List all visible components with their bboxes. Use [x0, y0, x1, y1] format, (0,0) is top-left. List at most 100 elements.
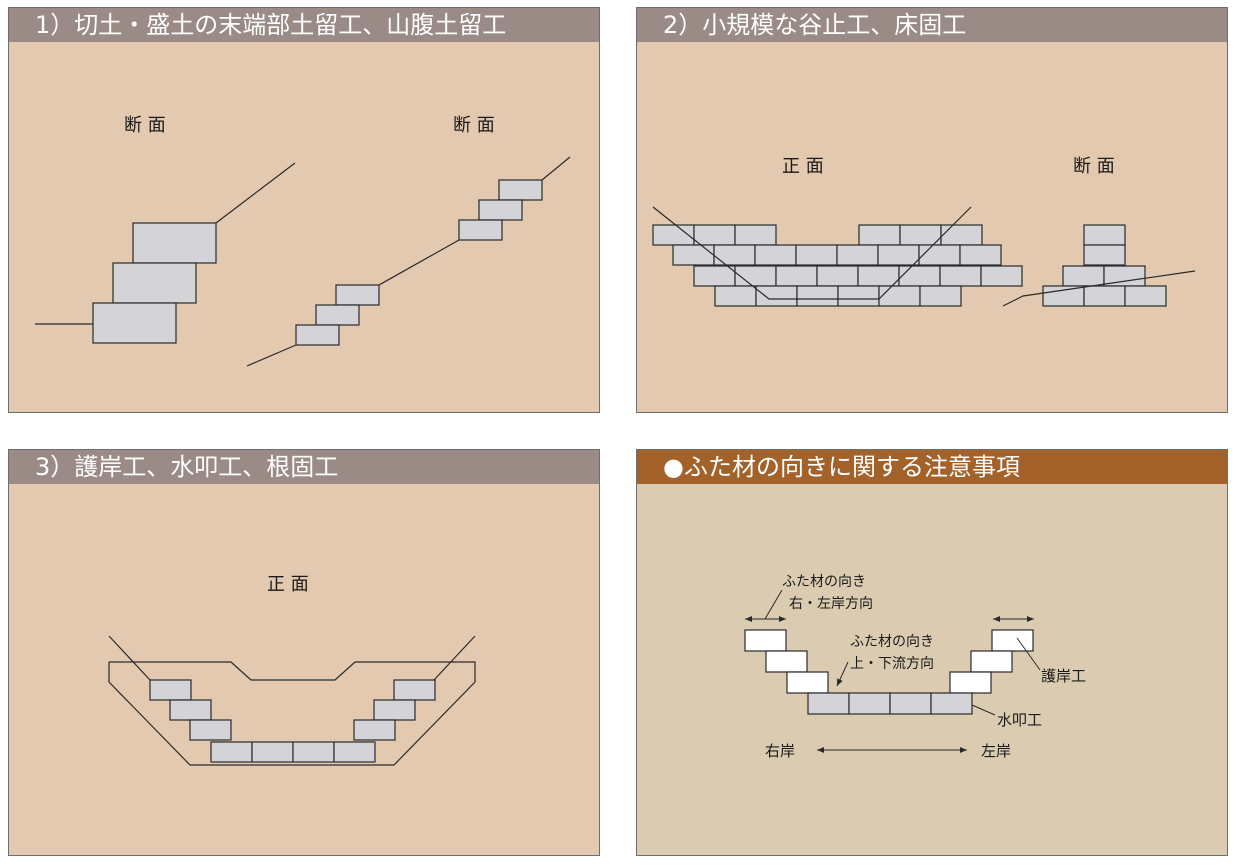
- gabion-block: [458, 219, 503, 241]
- slope-line: [541, 156, 571, 181]
- panel-header: 1）切土・盛土の末端部土留工、山腹土留工: [9, 8, 599, 42]
- cover-block: [786, 671, 829, 694]
- dam-block: [877, 244, 920, 266]
- dam-block: [940, 224, 983, 246]
- section-label-left: 断 面: [124, 115, 166, 136]
- valley-profile-line: [652, 206, 972, 300]
- dam-block: [899, 224, 942, 246]
- panel-cover-orientation-notes: ●ふた材の向きに関する注意事項 ふた材の向き 右・左岸方向: [636, 449, 1228, 856]
- section-label: 断 面: [1073, 156, 1115, 177]
- dam-block: [672, 244, 715, 266]
- gabion-block: [335, 284, 380, 306]
- dam-block: [795, 244, 838, 266]
- apron-leader: [971, 704, 996, 716]
- revetment-block: [373, 699, 416, 721]
- dam-block: [1083, 224, 1126, 246]
- cover-direction-label: ふた材の向き: [782, 574, 866, 590]
- dam-block: [734, 265, 777, 287]
- dam-block: [836, 244, 879, 266]
- dam-front-blocks: [652, 224, 1023, 307]
- dam-block: [1124, 285, 1167, 307]
- cover-orientation-diagram: ふた材の向き 右・左岸方向 ふた材の向き 上・下流方向 護岸工 水叩工 右岸 左…: [744, 574, 1086, 760]
- dam-block: [898, 265, 941, 287]
- dam-block: [1083, 244, 1126, 266]
- dam-block: [1083, 285, 1126, 307]
- revetment-block: [169, 699, 212, 721]
- panel-body: 正 面 断 面: [637, 42, 1227, 412]
- dam-block: [754, 244, 797, 266]
- cover-block: [991, 629, 1034, 652]
- dam-block: [837, 285, 880, 307]
- dam-block: [857, 265, 900, 287]
- panel-title: 2）小規模な谷止工、床固工: [663, 11, 967, 39]
- dam-block: [714, 285, 757, 307]
- gabion-block: [132, 222, 217, 264]
- panel-title: ●ふた材の向きに関する注意事項: [663, 453, 1020, 481]
- cover-block: [949, 671, 992, 694]
- dam-section-blocks: [1042, 224, 1167, 307]
- dam-block: [918, 244, 961, 266]
- apron-block: [333, 741, 376, 763]
- cover-block: [744, 629, 787, 652]
- apron-block: [848, 692, 891, 715]
- gabion-block: [295, 324, 340, 346]
- front-label: 正 面: [267, 574, 309, 595]
- gabion-block: [315, 304, 360, 326]
- revetment-blocks: [149, 679, 436, 763]
- dam-block: [796, 285, 839, 307]
- dam-block: [816, 265, 859, 287]
- apron-block: [251, 741, 294, 763]
- apron-block: [292, 741, 335, 763]
- panel-body: 断 面 断 面: [9, 42, 599, 412]
- panel-body: ふた材の向き 右・左岸方向 ふた材の向き 上・下流方向 護岸工 水叩工 右岸 左…: [637, 484, 1227, 855]
- gabion-block: [112, 262, 197, 304]
- panel-title: 1）切土・盛土の末端部土留工、山腹土留工: [35, 11, 507, 39]
- dam-block: [939, 265, 982, 287]
- panel-revetment: 3）護岸工、水叩工、根固工 正 面: [8, 449, 600, 856]
- slope-line: [246, 344, 297, 367]
- dam-block: [693, 224, 736, 246]
- panel-header: ●ふた材の向きに関する注意事項: [637, 450, 1227, 484]
- revetment-block: [393, 679, 436, 701]
- dam-block: [980, 265, 1023, 287]
- dam-block: [755, 285, 798, 307]
- panel-body: 正 面: [9, 484, 599, 855]
- revetment-block: [353, 719, 396, 741]
- dam-block: [1042, 285, 1085, 307]
- bank-direction-label: 右・左岸方向: [789, 596, 873, 612]
- panel-title: 3）護岸工、水叩工、根固工: [35, 453, 339, 481]
- dam-block: [713, 244, 756, 266]
- dam-block: [919, 285, 962, 307]
- panel-check-dam: 2）小規模な谷止工、床固工 正 面 断 面: [636, 7, 1228, 413]
- section-label-right: 断 面: [453, 115, 495, 136]
- riverbed-line: [1002, 270, 1196, 307]
- panel-earth-retaining: 1）切土・盛土の末端部土留工、山腹土留工 断 面 断 面: [8, 7, 600, 413]
- dam-block: [858, 224, 901, 246]
- dam-block: [775, 265, 818, 287]
- channel-outline: [108, 661, 476, 766]
- cover-direction-leader: [764, 589, 783, 620]
- revetment-label: 護岸工: [1041, 667, 1086, 685]
- apron-block: [930, 692, 973, 715]
- front-label: 正 面: [782, 156, 824, 177]
- flow-direction-arrow: [836, 661, 849, 687]
- panel-header: 2）小規模な谷止工、床固工: [637, 8, 1227, 42]
- cover-block: [765, 650, 808, 673]
- right-bank-label: 右岸: [765, 742, 795, 760]
- flow-direction-label: 上・下流方向: [850, 656, 934, 672]
- gabion-block: [498, 179, 543, 201]
- cover-block: [970, 650, 1013, 673]
- panel-header: 3）護岸工、水叩工、根固工: [9, 450, 599, 484]
- gabion-block: [478, 199, 523, 221]
- revetment-block: [189, 719, 232, 741]
- cover-direction-label: ふた材の向き: [850, 634, 934, 650]
- dam-block: [1062, 265, 1105, 287]
- bank-line: [433, 635, 476, 681]
- revetment-leader: [1016, 637, 1041, 671]
- dam-block: [693, 265, 736, 287]
- slope-line: [378, 239, 460, 286]
- gabion-block: [92, 302, 177, 344]
- check-dam-diagram: 正 面 断 面: [652, 156, 1196, 307]
- apron-block: [889, 692, 932, 715]
- apron-block: [210, 741, 253, 763]
